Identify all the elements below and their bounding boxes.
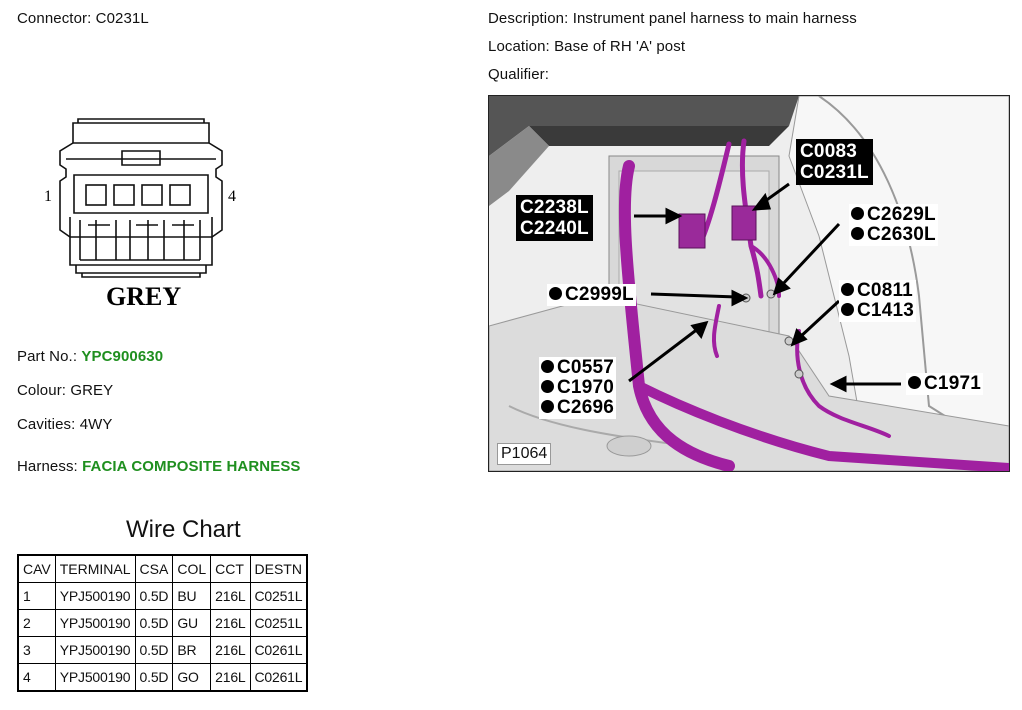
pin-label-left: 1: [44, 188, 52, 205]
cell-cct[interactable]: 216L: [210, 636, 251, 664]
cell-terminal[interactable]: YPJ500190: [54, 636, 136, 664]
connector-label: Connector:: [17, 10, 92, 27]
cell-terminal[interactable]: YPJ500190: [54, 609, 136, 637]
table-row: 3 YPJ500190 0.5D BR 216L C0261L: [17, 636, 308, 664]
table-row: 4 YPJ500190 0.5D GO 216L C0261L: [17, 663, 308, 692]
table-header-row: CAV TERMINAL CSA COL CCT DESTN: [17, 554, 308, 583]
cell-csa: 0.5D: [134, 609, 174, 637]
table-row: 1 YPJ500190 0.5D BU 216L C0251L: [17, 582, 308, 610]
cell-destn[interactable]: C0261L: [249, 636, 308, 664]
cell-cav: 2: [17, 609, 56, 637]
callout-c0811-c1413[interactable]: C0811 C1413: [839, 280, 916, 322]
bullet-icon: [541, 360, 554, 373]
callout-c1971[interactable]: C1971: [906, 373, 983, 395]
location-value: Base of RH 'A' post: [554, 38, 686, 55]
description-value: Instrument panel harness to main harness: [572, 10, 857, 27]
bullet-icon: [541, 380, 554, 393]
bullet-icon: [851, 207, 864, 220]
cell-col: GU: [172, 609, 212, 637]
harness: Harness: FACIA COMPOSITE HARNESS: [17, 458, 301, 475]
cell-cav: 4: [17, 663, 56, 692]
connector-colour-label: GREY: [106, 282, 181, 311]
callout-c0557: C0557: [557, 357, 614, 378]
connector-value: C0231L: [95, 10, 149, 27]
callout-c2696: C2696: [557, 397, 614, 418]
bullet-icon: [549, 287, 562, 300]
cavities-value: 4WY: [79, 416, 113, 433]
cell-cav: 3: [17, 636, 56, 664]
bullet-icon: [908, 376, 921, 389]
part-no-label: Part No.:: [17, 348, 78, 365]
colour-value: GREY: [70, 382, 114, 399]
callout-c2630l: C2630L: [867, 224, 936, 245]
callout-c2999l-label: C2999L: [565, 284, 634, 305]
bullet-icon: [541, 400, 554, 413]
callout-c2240l: C2240L: [520, 218, 589, 239]
cell-terminal[interactable]: YPJ500190: [54, 582, 136, 610]
cell-cct[interactable]: 216L: [210, 663, 251, 692]
cell-col: GO: [172, 663, 212, 692]
cavities-label: Cavities:: [17, 416, 76, 433]
part-no-link[interactable]: YPC900630: [81, 348, 164, 365]
header-csa: CSA: [134, 554, 174, 583]
cell-destn[interactable]: C0251L: [249, 609, 308, 637]
harness-link[interactable]: FACIA COMPOSITE HARNESS: [82, 458, 301, 475]
cell-cct[interactable]: 216L: [210, 582, 251, 610]
header-cct: CCT: [210, 554, 251, 583]
cell-csa: 0.5D: [134, 663, 174, 692]
bullet-icon: [841, 303, 854, 316]
table-row: 2 YPJ500190 0.5D GU 216L C0251L: [17, 609, 308, 637]
callout-c0811: C0811: [857, 280, 913, 301]
cell-cct[interactable]: 216L: [210, 609, 251, 637]
connector-id: Connector: C0231L: [17, 10, 149, 27]
pin-label-right: 4: [228, 188, 236, 205]
colour: Colour: GREY: [17, 382, 113, 399]
callout-c2238l: C2238L: [520, 197, 589, 218]
callout-c0557-c1970-c2696[interactable]: C0557 C1970 C2696: [539, 357, 616, 419]
part-number: Part No.: YPC900630: [17, 348, 163, 365]
callout-c1413: C1413: [857, 300, 914, 321]
callout-c0083: C0083: [800, 141, 857, 162]
location: Location: Base of RH 'A' post: [488, 38, 685, 55]
header-col: COL: [172, 554, 212, 583]
cell-terminal[interactable]: YPJ500190: [54, 663, 136, 692]
header-cav: CAV: [17, 554, 56, 583]
connector-face-diagram: 1 4 GREY: [44, 118, 236, 311]
qualifier: Qualifier:: [488, 66, 549, 83]
cell-destn[interactable]: C0261L: [249, 663, 308, 692]
callout-c0231l: C0231L: [800, 162, 869, 183]
description: Description: Instrument panel harness to…: [488, 10, 857, 27]
cell-csa: 0.5D: [134, 582, 174, 610]
bullet-icon: [841, 283, 854, 296]
qualifier-label: Qualifier:: [488, 66, 550, 83]
harness-label: Harness:: [17, 458, 78, 475]
callout-c2629l-c2630l[interactable]: C2629L C2630L: [849, 204, 938, 246]
callout-c2999l[interactable]: C2999L: [547, 284, 636, 306]
image-reference-label: P1064: [497, 443, 552, 465]
cell-csa: 0.5D: [134, 636, 174, 664]
description-label: Description:: [488, 10, 569, 27]
callout-c1970: C1970: [557, 377, 614, 398]
cavities: Cavities: 4WY: [17, 416, 113, 433]
callout-c2238l-c2240l[interactable]: C2238L C2240L: [516, 195, 593, 241]
wire-chart-table: CAV TERMINAL CSA COL CCT DESTN 1 YPJ5001…: [17, 554, 309, 692]
colour-label: Colour:: [17, 382, 67, 399]
callout-c1971-label: C1971: [924, 373, 981, 394]
location-label: Location:: [488, 38, 550, 55]
bullet-icon: [851, 227, 864, 240]
header-destn: DESTN: [249, 554, 308, 583]
wire-chart-title: Wire Chart: [126, 516, 241, 543]
cell-cav: 1: [17, 582, 56, 610]
cell-col: BR: [172, 636, 212, 664]
location-photo: C0083 C0231L C2238L C2240L C2629L C2630L…: [488, 95, 1010, 472]
cell-col: BU: [172, 582, 212, 610]
callout-c2629l: C2629L: [867, 204, 936, 225]
header-terminal: TERMINAL: [54, 554, 136, 583]
cell-destn[interactable]: C0251L: [249, 582, 308, 610]
location-photo-illustration: [489, 96, 1009, 471]
callout-c0083-c0231l[interactable]: C0083 C0231L: [796, 139, 873, 185]
